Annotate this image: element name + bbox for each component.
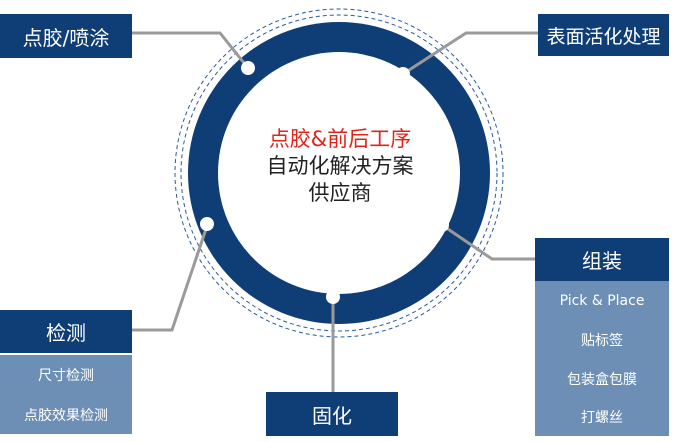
node-dot-assembly [435, 218, 449, 232]
assembly-item-3: 包装盒包膜 [535, 359, 669, 398]
label-inspection: 检测 [0, 310, 132, 353]
connector-inspection [132, 225, 209, 332]
node-dot-dispense [241, 61, 255, 75]
center-line-2: 自动化解决方案 [266, 154, 414, 178]
node-dot-inspection [200, 217, 214, 231]
assembly-item-1: Pick & Place [535, 281, 669, 320]
inner-white-disc [218, 52, 460, 294]
center-text: 点胶&前后工序 自动化解决方案 供应商 [220, 126, 460, 207]
label-assembly: 组装 [535, 238, 669, 281]
inspection-item-1: 尺寸检测 [0, 355, 132, 395]
connector-assembly [441, 223, 535, 261]
center-line-3: 供应商 [308, 181, 372, 205]
label-surface-activation: 表面活化处理 [538, 14, 669, 56]
inspection-item-2: 点胶效果检测 [0, 395, 132, 434]
center-line-1: 点胶&前后工序 [268, 127, 412, 151]
node-dot-curing [326, 290, 340, 304]
inner-dashed-ring [180, 14, 498, 332]
label-dispense: 点胶/喷涂 [0, 14, 132, 58]
connector-dispense [132, 31, 250, 69]
label-curing: 固化 [266, 392, 398, 436]
assembly-item-4: 打螺丝 [535, 398, 669, 436]
outer-dashed-ring [174, 8, 504, 338]
node-dot-surface [396, 67, 410, 81]
connector-surface [402, 31, 538, 76]
assembly-item-2: 贴标签 [535, 320, 669, 359]
